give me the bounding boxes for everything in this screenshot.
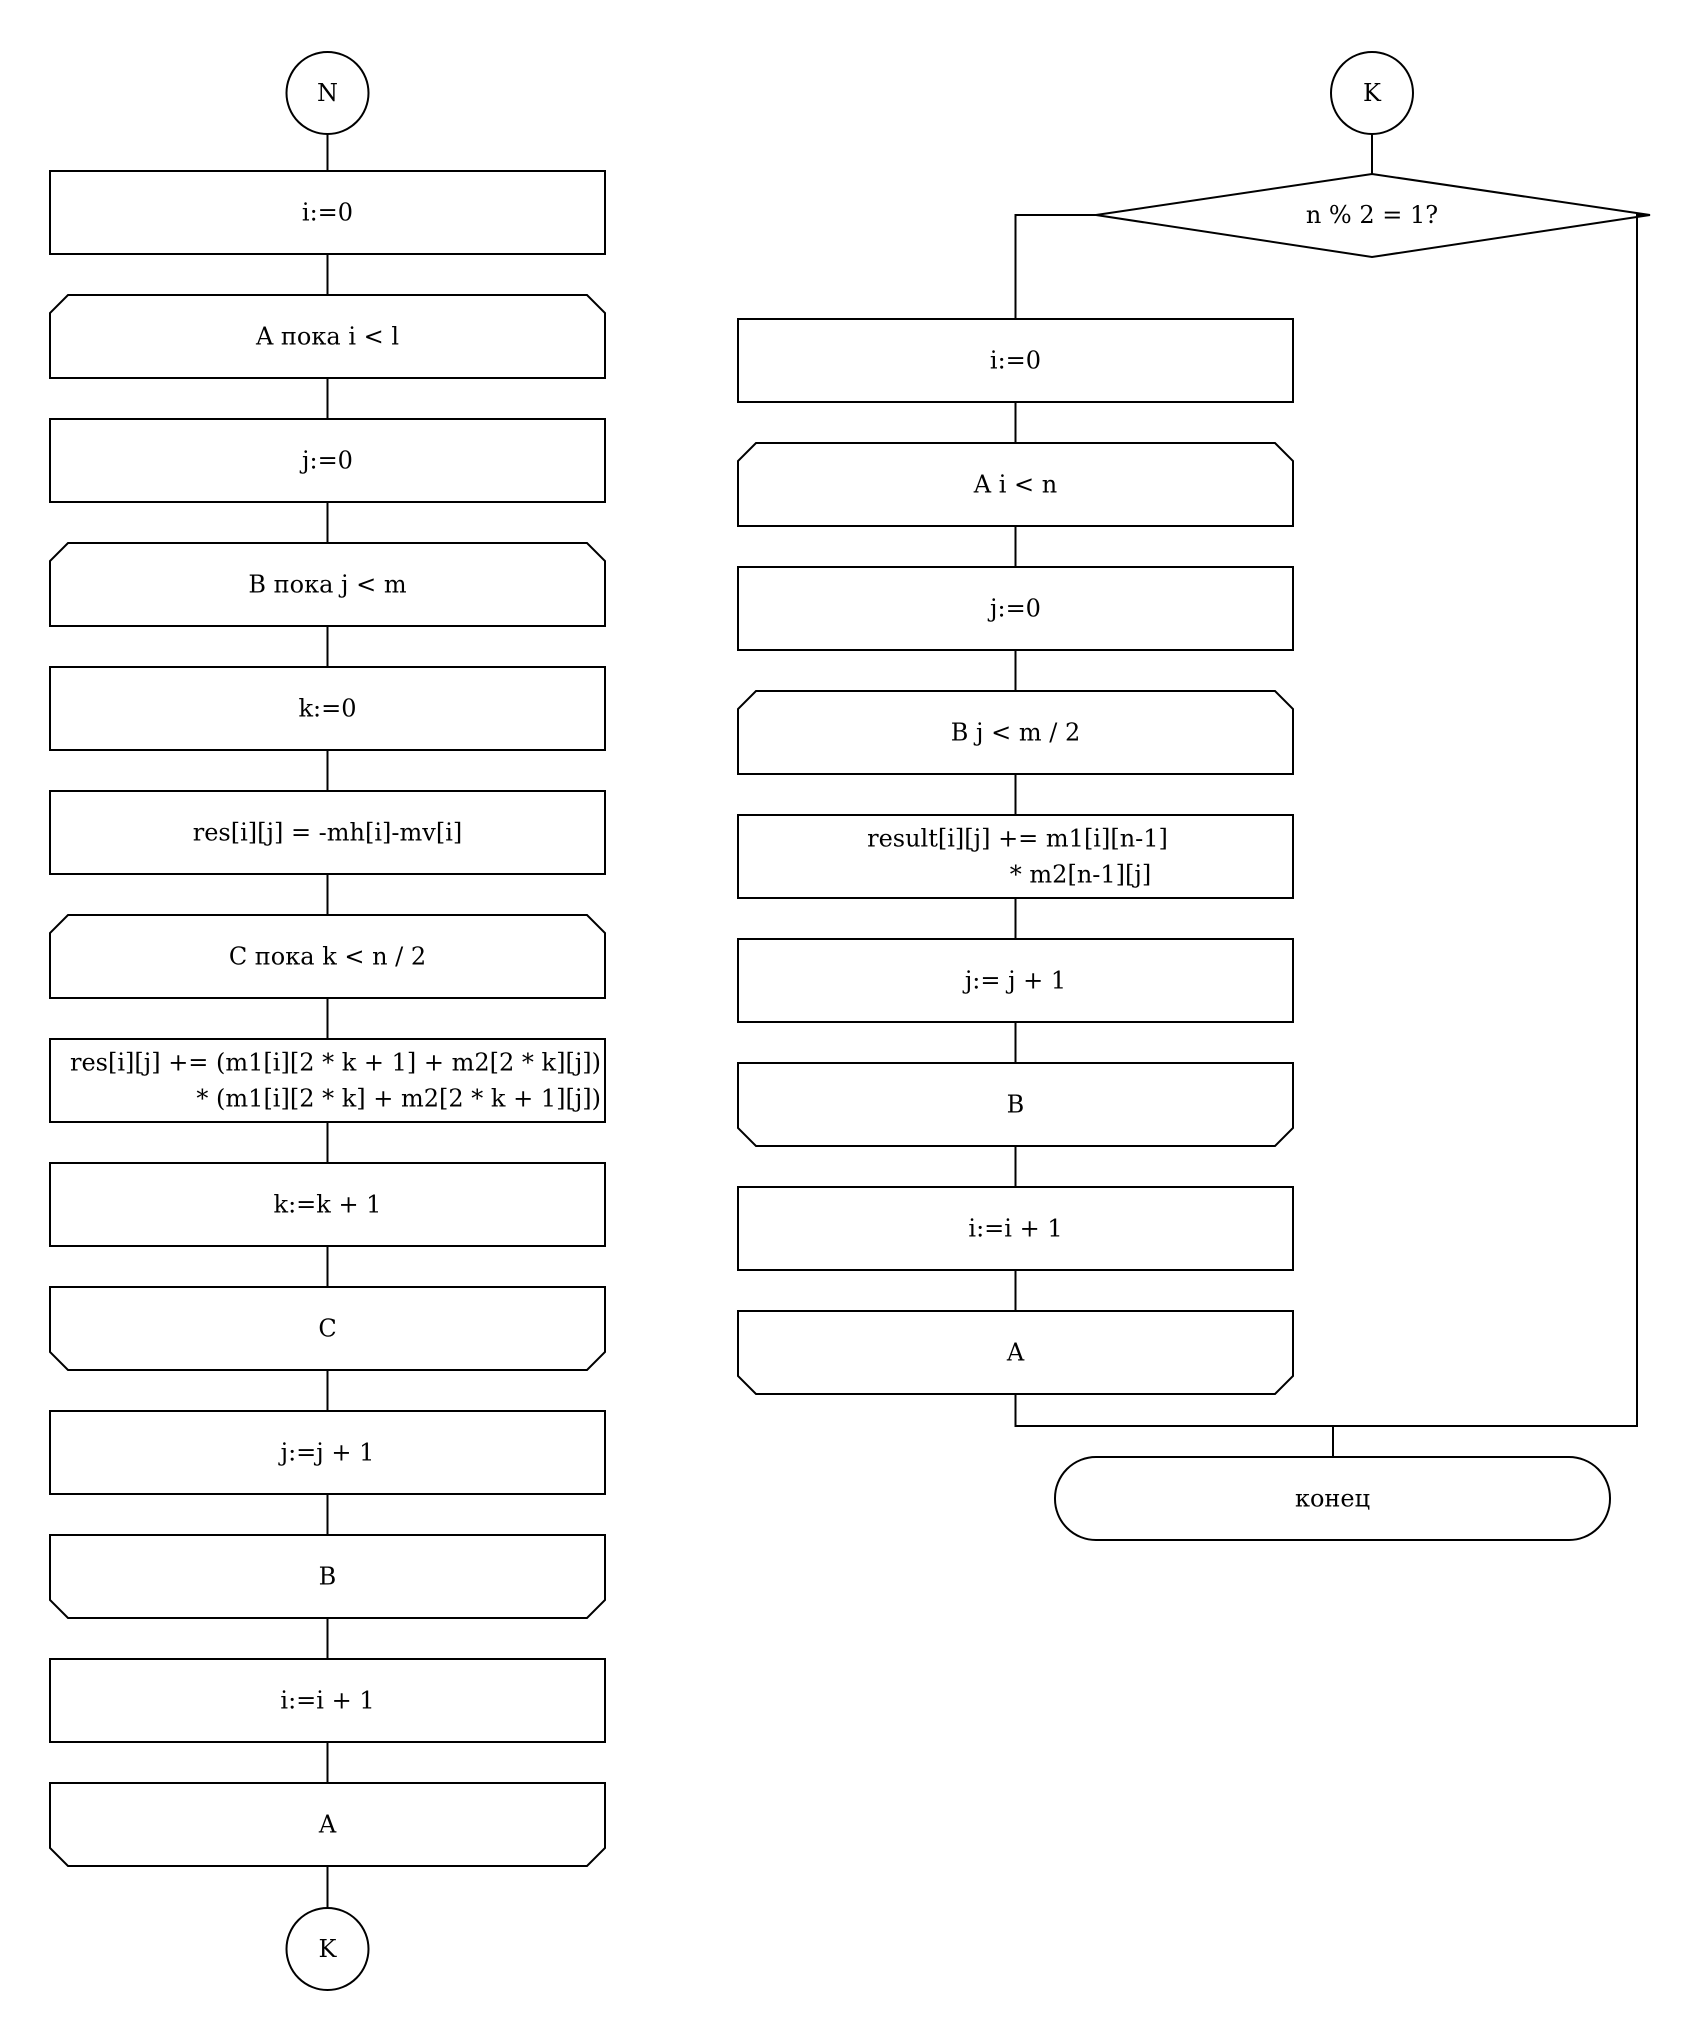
block-text: N	[317, 79, 338, 107]
block-text: i:=0	[990, 347, 1041, 375]
process-block	[737, 1186, 1294, 1271]
loop-end-block	[737, 1310, 1294, 1395]
loop-end-block	[49, 1286, 606, 1371]
process-block	[737, 318, 1294, 403]
block-text: i:=i + 1	[968, 1215, 1062, 1243]
block-text: j:=j + 1	[278, 1439, 375, 1467]
process-block	[737, 938, 1294, 1023]
loop-start-block	[49, 542, 606, 627]
decision-branch-no	[1333, 214, 1650, 1427]
block-text: C	[318, 1315, 336, 1343]
loop-end-block	[737, 1062, 1294, 1147]
block-text: res[i][j] += (m1[i][2 * k + 1] + m2[2 * …	[70, 1049, 601, 1077]
loop-start-block	[49, 294, 606, 379]
end-terminator	[1054, 1456, 1611, 1541]
block-text: B j < m / 2	[951, 719, 1080, 747]
block-text: B	[1007, 1091, 1025, 1119]
block-text: n % 2 = 1?	[1306, 201, 1438, 229]
right-flowchart-column: Kn % 2 = 1? i:=0 A i < n j:=0 B j < m / 2 res…	[737, 51, 1651, 1541]
block-text: C пока k < n / 2	[229, 943, 426, 971]
process-block	[49, 1038, 606, 1123]
block-text: конец	[1295, 1485, 1370, 1513]
decision-branch-yes	[1014, 214, 1096, 319]
loop-start-block	[737, 442, 1294, 527]
block-text: A пока i < l	[255, 323, 399, 351]
loop-end-block	[49, 1782, 606, 1867]
block-text: B пока j < m	[248, 571, 406, 599]
block-text: k:=0	[298, 695, 356, 723]
block-text: j:=0	[987, 595, 1041, 623]
process-block	[737, 566, 1294, 651]
block-text: k:=k + 1	[274, 1191, 382, 1219]
block-text: result[i][j] += m1[i][n-1]	[867, 825, 1168, 853]
block-text: i:=0	[302, 199, 353, 227]
block-text: * (m1[i][2 * k] + m2[2 * k + 1][j])	[196, 1085, 601, 1113]
block-text: K	[319, 1935, 338, 1963]
block-text: A	[1006, 1339, 1025, 1367]
process-block	[49, 1658, 606, 1743]
connector-circle	[285, 51, 370, 135]
loop-end-block	[49, 1534, 606, 1619]
block-text: K	[1363, 79, 1382, 107]
block-text: B	[319, 1563, 337, 1591]
loop-start-block	[737, 690, 1294, 775]
block-text: i:=i + 1	[280, 1687, 374, 1715]
process-block	[737, 814, 1294, 899]
block-text: j:= j + 1	[962, 967, 1066, 995]
block-text: j:=0	[299, 447, 353, 475]
block-text: A	[318, 1811, 337, 1839]
loop-start-block	[49, 914, 606, 999]
block-text: * m2[n-1][j]	[1010, 861, 1151, 889]
merge-line	[1014, 1394, 1333, 1427]
left-flowchart-column: Ni:=0 A пока i < l j:=0 B пока j < m k:=0 res…	[49, 51, 606, 1991]
process-block	[49, 790, 606, 875]
connector-circle	[285, 1907, 370, 1991]
block-text: res[i][j] = -mh[i]-mv[i]	[193, 819, 462, 847]
process-block	[49, 1410, 606, 1495]
block-text: A i < n	[973, 471, 1057, 499]
process-block	[49, 418, 606, 503]
process-block	[49, 170, 606, 255]
decision-diamond	[1095, 172, 1651, 259]
